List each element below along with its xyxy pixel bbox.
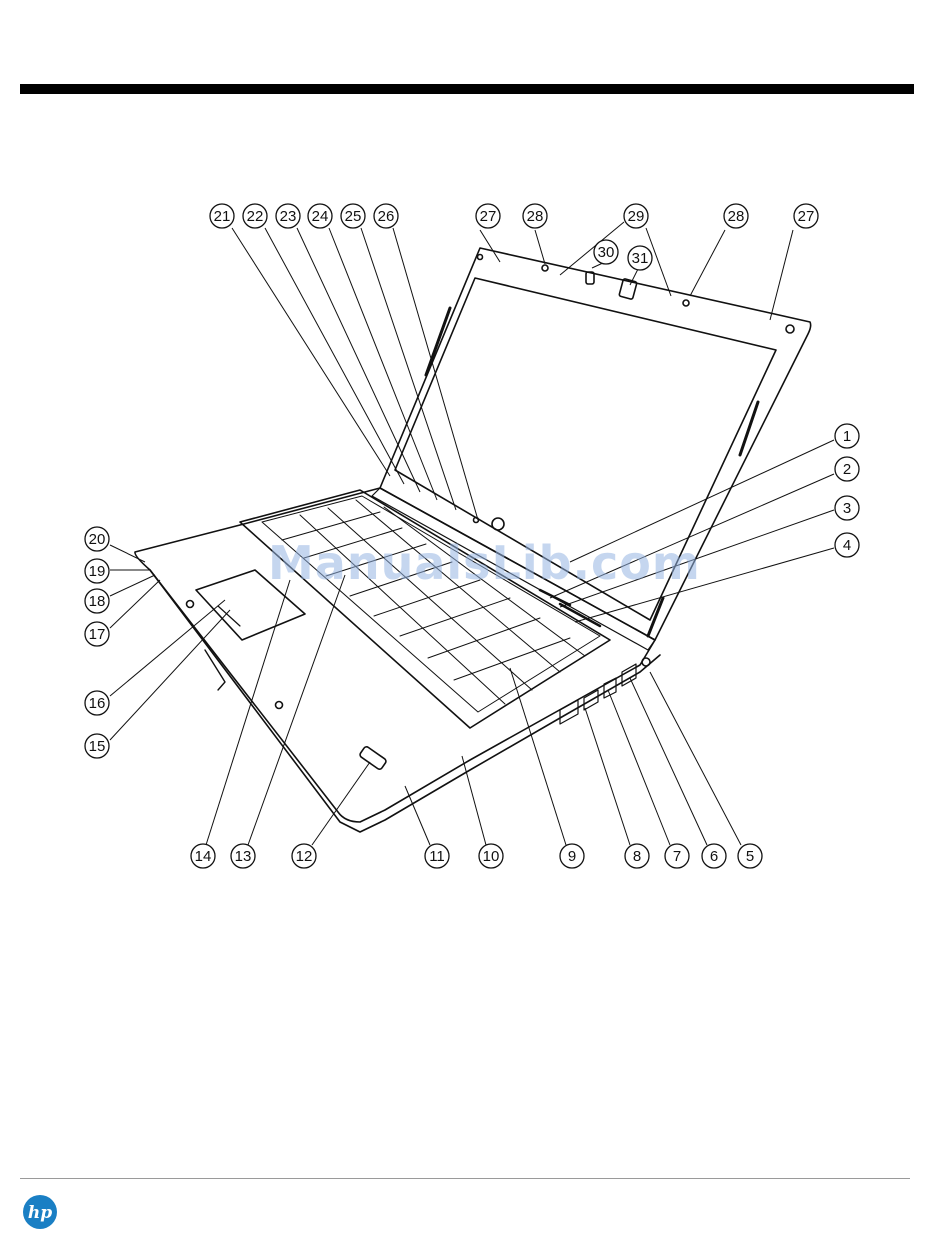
lid-latch-left bbox=[542, 265, 548, 271]
callout-number: 14 bbox=[195, 848, 212, 865]
watermark-text: ManualsLib.com bbox=[268, 536, 701, 590]
callout-30: 30 bbox=[594, 240, 618, 264]
callout-9: 9 bbox=[560, 844, 584, 868]
callout-23: 23 bbox=[276, 204, 300, 228]
callout-6: 6 bbox=[702, 844, 726, 868]
callout-24: 24 bbox=[308, 204, 332, 228]
callout-number: 3 bbox=[843, 500, 851, 517]
callout-1: 1 bbox=[835, 424, 859, 448]
callout-number: 28 bbox=[728, 208, 745, 225]
callout-number: 6 bbox=[710, 848, 718, 865]
callout-number: 21 bbox=[214, 208, 231, 225]
hp-logo: hp bbox=[22, 1194, 58, 1230]
callout-15: 15 bbox=[85, 734, 109, 758]
fingerprint-reader-shape bbox=[359, 746, 387, 771]
callout-27: 27 bbox=[476, 204, 500, 228]
callout-number: 2 bbox=[843, 461, 851, 478]
callout-number: 20 bbox=[89, 531, 106, 548]
callout-number: 24 bbox=[312, 208, 329, 225]
callout-number: 26 bbox=[378, 208, 395, 225]
callout-18: 18 bbox=[85, 589, 109, 613]
mic-left bbox=[478, 255, 483, 260]
callout-number: 25 bbox=[345, 208, 362, 225]
callout-number: 5 bbox=[746, 848, 754, 865]
callout-3: 3 bbox=[835, 496, 859, 520]
callout-number: 23 bbox=[280, 208, 297, 225]
callout-27: 27 bbox=[794, 204, 818, 228]
leader-lines bbox=[110, 222, 834, 845]
callout-26: 26 bbox=[374, 204, 398, 228]
callout-number: 27 bbox=[798, 208, 815, 225]
callout-number: 4 bbox=[843, 537, 851, 554]
callout-number: 12 bbox=[296, 848, 313, 865]
callout-29: 29 bbox=[624, 204, 648, 228]
callout-number: 10 bbox=[483, 848, 500, 865]
callout-28: 28 bbox=[523, 204, 547, 228]
callout-number: 22 bbox=[247, 208, 264, 225]
callout-number: 27 bbox=[480, 208, 497, 225]
callout-16: 16 bbox=[85, 691, 109, 715]
callout-19: 19 bbox=[85, 559, 109, 583]
callout-31: 31 bbox=[628, 246, 652, 270]
callout-number: 16 bbox=[89, 695, 106, 712]
callout-number: 19 bbox=[89, 563, 106, 580]
svg-text:hp: hp bbox=[28, 1203, 52, 1223]
callout-number: 30 bbox=[598, 244, 615, 261]
callout-number: 18 bbox=[89, 593, 106, 610]
callout-number: 17 bbox=[89, 626, 106, 643]
lid-latch-right bbox=[683, 300, 689, 306]
callout-12: 12 bbox=[292, 844, 316, 868]
callout-13: 13 bbox=[231, 844, 255, 868]
callout-17: 17 bbox=[85, 622, 109, 646]
callout-22: 22 bbox=[243, 204, 267, 228]
hinge-slot-right bbox=[740, 402, 758, 455]
footer-rule bbox=[20, 1178, 910, 1179]
callout-number: 7 bbox=[673, 848, 681, 865]
callout-number: 8 bbox=[633, 848, 641, 865]
callout-4: 4 bbox=[835, 533, 859, 557]
callout-25: 25 bbox=[341, 204, 365, 228]
callout-2: 2 bbox=[835, 457, 859, 481]
callout-number: 31 bbox=[632, 250, 649, 267]
callout-20: 20 bbox=[85, 527, 109, 551]
callout-number: 28 bbox=[527, 208, 544, 225]
callout-10: 10 bbox=[479, 844, 503, 868]
callout-21: 21 bbox=[210, 204, 234, 228]
lid-slot-right bbox=[648, 598, 663, 636]
callout-number: 29 bbox=[628, 208, 645, 225]
callout-5: 5 bbox=[738, 844, 762, 868]
callout-28: 28 bbox=[724, 204, 748, 228]
callout-number: 1 bbox=[843, 428, 851, 445]
callout-number: 9 bbox=[568, 848, 576, 865]
callout-11: 11 bbox=[425, 844, 449, 868]
callout-14: 14 bbox=[191, 844, 215, 868]
mic-right bbox=[786, 325, 794, 333]
callout-number: 15 bbox=[89, 738, 106, 755]
callout-8: 8 bbox=[625, 844, 649, 868]
callout-number: 11 bbox=[429, 848, 445, 865]
callout-number: 13 bbox=[235, 848, 252, 865]
callout-7: 7 bbox=[665, 844, 689, 868]
